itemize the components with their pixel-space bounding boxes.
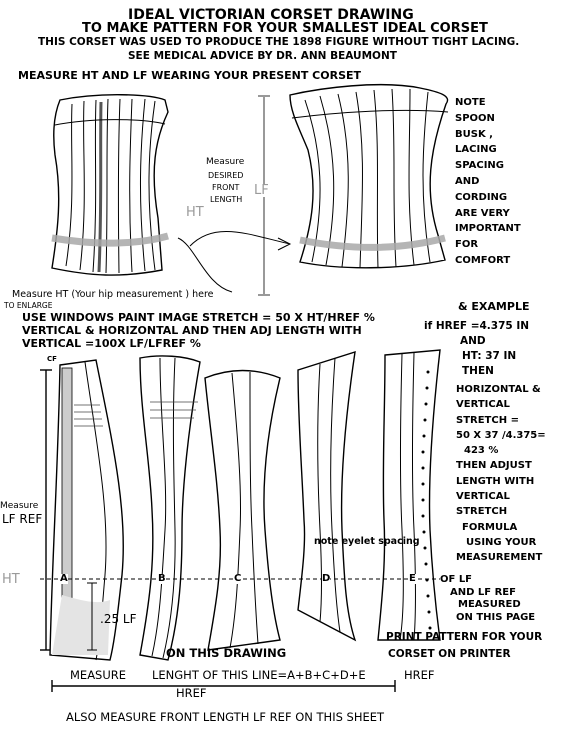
lf-ref-label: LF REF	[2, 512, 43, 526]
hip-caption: Measure HT (Your hip measurement ) here	[12, 289, 214, 300]
example-line-18: MEASURED	[458, 599, 521, 610]
lf-label: LF	[254, 183, 269, 198]
example-line-0: if HREF =4.375 IN	[424, 320, 530, 332]
quarter-lf-label: .25 LF	[100, 612, 137, 626]
header-line-4: SEE MEDICAL ADVICE BY DR. ANN BEAUMONT	[128, 50, 397, 62]
measure-lf-ref-label: Measure	[0, 501, 39, 511]
pattern-piece-e	[377, 349, 441, 641]
example-line-2: HT: 37 IN	[462, 350, 517, 362]
on-this-drawing: ON THIS DRAWING	[166, 646, 287, 660]
corset-side-view	[289, 84, 449, 269]
measure-note: MEASURE HT AND LF WEARING YOUR PRESENT C…	[18, 69, 362, 82]
piece-label-c: C	[234, 573, 242, 584]
instruction-line-3: VERTICAL =100X LF/LFREF %	[22, 337, 201, 350]
measure-label: Measure	[206, 157, 245, 167]
href-under-label: HREF	[176, 686, 207, 700]
piece-label-d: D	[322, 573, 331, 584]
front-label: FRONT	[212, 183, 240, 192]
eyelet-note: note eyelet spacing	[314, 536, 420, 547]
example-lines: HORIZONTAL & VERTICAL STRETCH = 50 X 37 …	[456, 384, 546, 564]
cf-label: CF	[47, 355, 57, 363]
to-enlarge-label: TO ENLARGE	[4, 301, 53, 310]
piece-label-e: E	[409, 573, 416, 584]
pattern-piece-c	[204, 369, 281, 651]
desired-label: DESIRED	[208, 171, 244, 180]
length-label: LENGTH	[210, 195, 243, 204]
example-line-1: AND	[460, 335, 486, 347]
page-title: IDEAL VICTORIAN CORSET DRAWING	[128, 7, 414, 23]
print-pattern-line-2: CORSET ON PRINTER	[388, 648, 511, 660]
example-line-17: AND LF REF	[450, 587, 516, 598]
header-line-3: THIS CORSET WAS USED TO PRODUCE THE 1898…	[38, 36, 520, 48]
piece-label-a: A	[60, 573, 68, 584]
piece-label-b: B	[158, 573, 166, 584]
pattern-piece-a	[49, 359, 124, 661]
ht-label-pattern: HT	[2, 572, 20, 587]
instruction-line-2: VERTICAL & HORIZONTAL AND THEN ADJ LENGT…	[22, 324, 362, 337]
ht-label-top: HT	[186, 205, 204, 220]
pattern-piece-d	[297, 350, 357, 642]
print-pattern-line-1: PRINT PATTERN FOR YOUR	[386, 631, 543, 643]
pattern-piece-b	[139, 355, 201, 661]
example-line-3: THEN	[462, 365, 494, 377]
bottom-note: ALSO MEASURE FRONT LENGTH LF REF ON THIS…	[66, 710, 385, 724]
example-line-19: ON THIS PAGE	[456, 612, 536, 623]
corset-front-view	[51, 94, 169, 276]
length-line-label: LENGHT OF THIS LINE=A+B+C+D+E	[152, 668, 366, 682]
example-heading: & EXAMPLE	[458, 300, 530, 313]
example-line-16: OF LF	[440, 574, 473, 585]
page-subtitle: TO MAKE PATTERN FOR YOUR SMALLEST IDEAL …	[82, 21, 488, 36]
instruction-line-1: USE WINDOWS PAINT IMAGE STRETCH = 50 X H…	[22, 311, 375, 324]
measure-label-bottom: MEASURE	[70, 668, 127, 682]
href-right-label: HREF	[404, 668, 435, 682]
